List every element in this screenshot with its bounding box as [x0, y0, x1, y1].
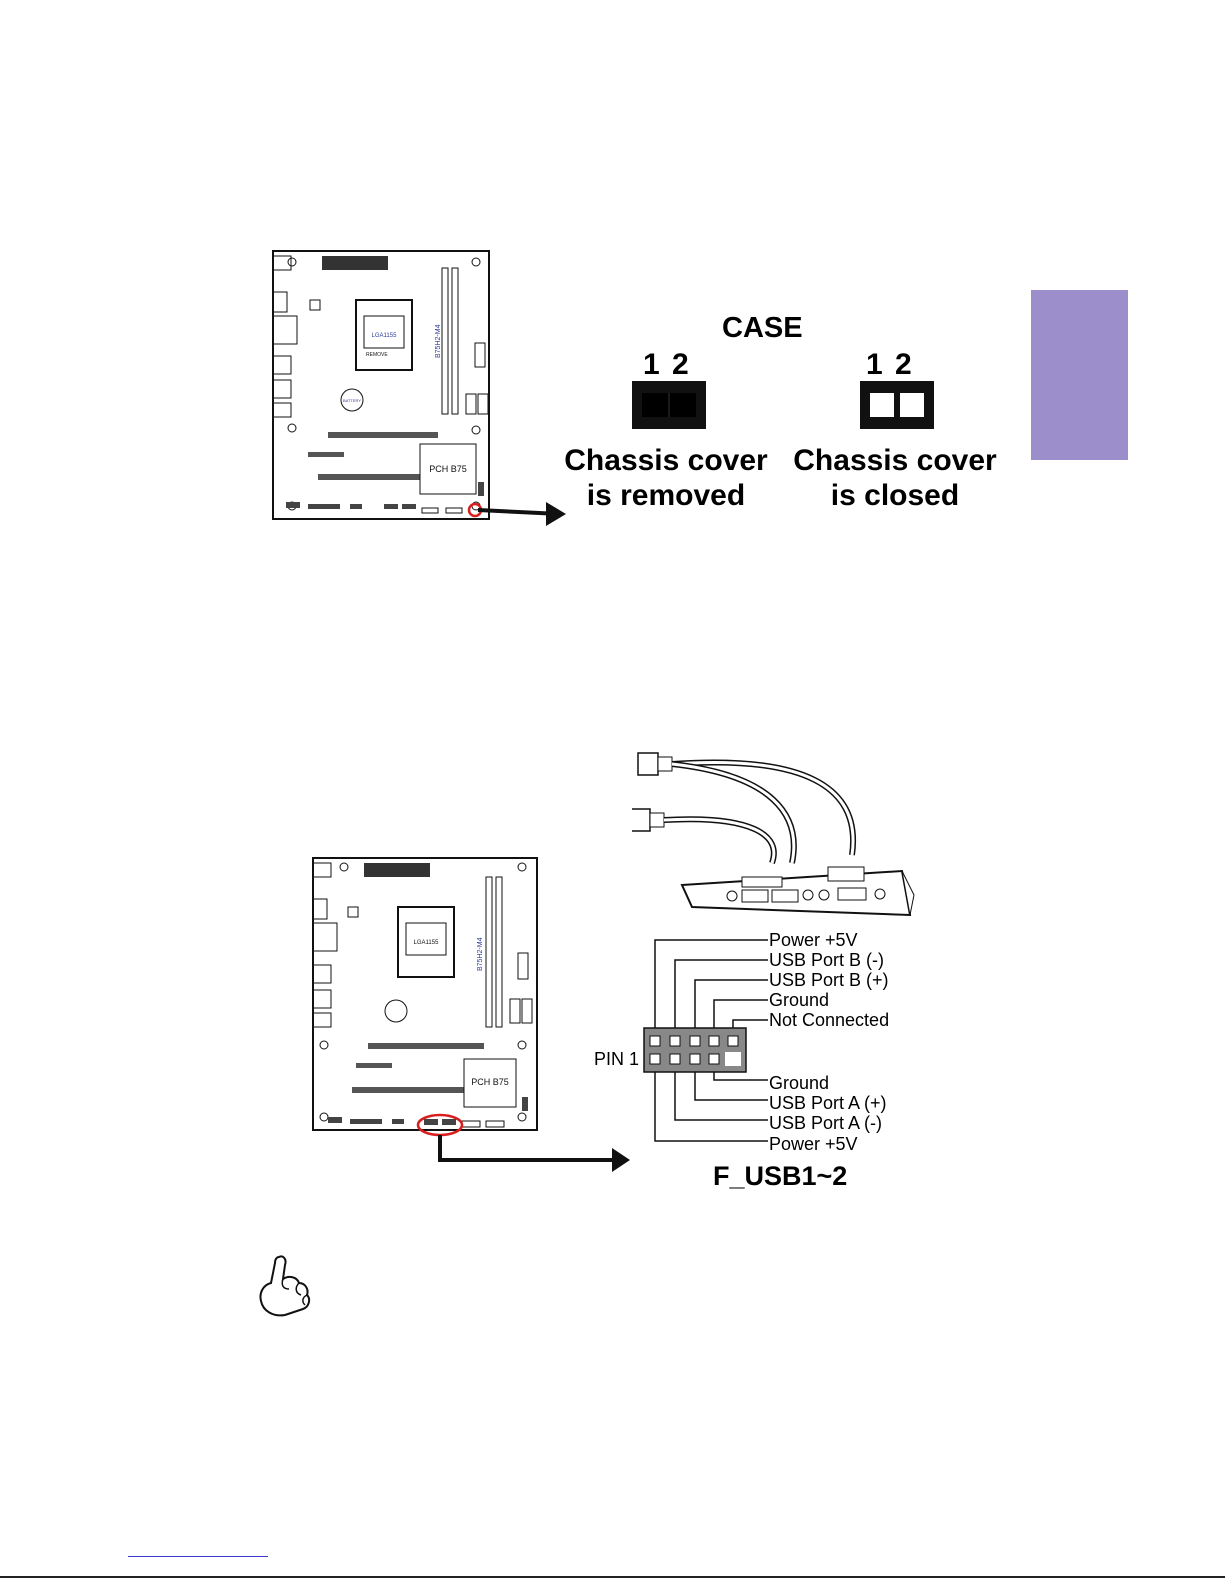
caption-closed: Chassis cover is closed	[786, 443, 1004, 513]
pin-numbers-left: 1 2	[643, 348, 691, 382]
page-bottom-rule	[0, 1576, 1225, 1578]
jumper-open-icon	[860, 381, 934, 429]
motherboard-diagram-bottom: LGA1155 PCH B75 B75H2-M4	[310, 855, 640, 1175]
chipset-label: PCH B75	[429, 464, 467, 474]
pin-bottom-2: USB Port A (+)	[769, 1093, 887, 1114]
pin-bottom-3: USB Port A (-)	[769, 1113, 882, 1134]
pin1-label: PIN 1	[594, 1049, 639, 1070]
chipset-label-2: PCH B75	[471, 1077, 509, 1087]
usb-pin-header-diagram	[640, 930, 780, 1150]
pin-bottom-4: Power +5V	[769, 1134, 858, 1155]
chapter-tab	[1031, 290, 1128, 460]
pin-numbers-right: 1 2	[866, 348, 914, 382]
pin-top-1: Power +5V	[769, 930, 858, 951]
pointing-hand-icon	[255, 1253, 315, 1319]
motherboard-diagram-top: LGA1155 REMOVE BATTERY PCH B75 B75H2-M4	[270, 248, 570, 528]
cpu-socket-label: LGA1155	[372, 333, 398, 339]
remove-label: REMOVE	[366, 352, 388, 358]
pin-top-2: USB Port B (-)	[769, 950, 884, 971]
jumper-closed-icon	[632, 381, 706, 429]
cpu-socket-label-2: LGA1155	[414, 940, 440, 946]
footer-link-underline	[128, 1556, 268, 1557]
battery-label: BATTERY	[343, 398, 361, 403]
pin-bottom-1: Ground	[769, 1073, 829, 1094]
pin-top-5: Not Connected	[769, 1010, 889, 1031]
caption-removed: Chassis cover is removed	[556, 443, 776, 513]
pin-top-3: USB Port B (+)	[769, 970, 889, 991]
model-label-2: B75H2-M4	[477, 937, 484, 971]
pin-top-4: Ground	[769, 990, 829, 1011]
model-label: B75H2-M4	[435, 324, 442, 358]
usb-header-title: F_USB1~2	[713, 1161, 847, 1192]
usb-bracket-illustration	[632, 745, 922, 925]
case-title: CASE	[722, 312, 803, 345]
